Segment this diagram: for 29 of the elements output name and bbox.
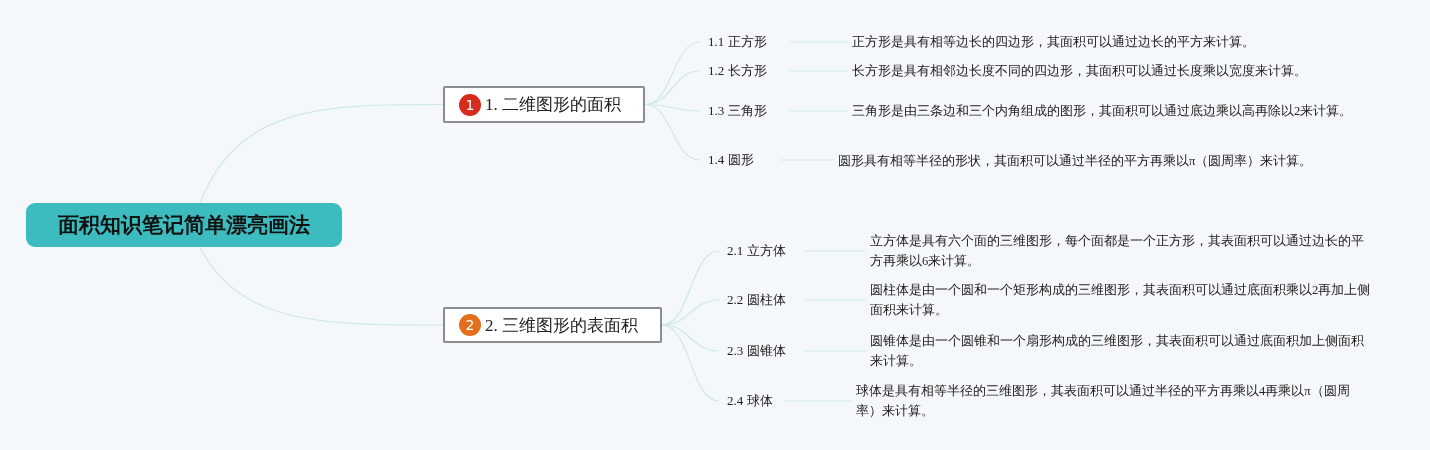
topic-title: 面积知识笔记简单漂亮画法 bbox=[58, 212, 310, 239]
subtopic-label: 1.4 圆形 bbox=[708, 151, 754, 169]
description-text: 长方形是具有相邻边长度不同的四边形，其面积可以通过长度乘以宽度来计算。 bbox=[852, 63, 1307, 80]
subtopic-label: 1.2 长方形 bbox=[708, 62, 767, 80]
subtopic-label: 2.3 圆锥体 bbox=[727, 342, 786, 360]
topic-box bbox=[443, 86, 645, 123]
number-badge: 2 bbox=[459, 314, 481, 336]
number-badge: 1 bbox=[459, 93, 481, 116]
description-text: 立方体是具有六个面的三维图形，每个面都是一个正方形，其表面积可以通过边长的平方再乘以6来计算。 bbox=[870, 233, 1365, 270]
description-text: 正方形是具有相等边长的四边形，其面积可以通过边长的平方来计算。 bbox=[852, 34, 1255, 51]
topic-label: 2. 三维图形的表面积 bbox=[485, 314, 638, 337]
topic-box bbox=[443, 307, 662, 343]
description-text: 球体是具有相等半径的三维图形，其表面积可以通过半径的平方再乘以4再乘以π（圆周率）来计算。 bbox=[856, 383, 1351, 420]
central-topic bbox=[26, 203, 342, 247]
connector-line bbox=[199, 103, 444, 204]
description-text: 圆柱体是由一个圆和一个矩形构成的三维图形，其表面积可以通过底面积乘以2再加上侧面积来计算。 bbox=[870, 282, 1371, 319]
topic-label: 1. 二维图形的面积 bbox=[485, 94, 621, 116]
subtopic-label: 2.1 立方体 bbox=[727, 242, 786, 260]
subtopic-label: 2.2 圆柱体 bbox=[727, 291, 786, 309]
subtopic-label: 1.3 三角形 bbox=[708, 102, 767, 120]
description-text: 圆形具有相等半径的形状，其面积可以通过半径的平方再乘以π（圆周率）来计算。 bbox=[838, 153, 1313, 170]
connector-line bbox=[644, 103, 701, 161]
subtopic-label: 2.4 球体 bbox=[727, 392, 773, 410]
connector-line bbox=[644, 41, 701, 106]
subtopic-label: 1.1 正方形 bbox=[708, 33, 767, 51]
connector-line bbox=[199, 246, 444, 326]
description-text: 圆锥体是由一个圆锥和一个扇形构成的三维图形，其表面积可以通过底面积加上侧面积来计算。 bbox=[870, 333, 1365, 370]
connector-line bbox=[661, 324, 720, 402]
description-text: 三角形是由三条边和三个内角组成的图形，其面积可以通过底边乘以高再除以2来计算。 bbox=[852, 103, 1353, 120]
